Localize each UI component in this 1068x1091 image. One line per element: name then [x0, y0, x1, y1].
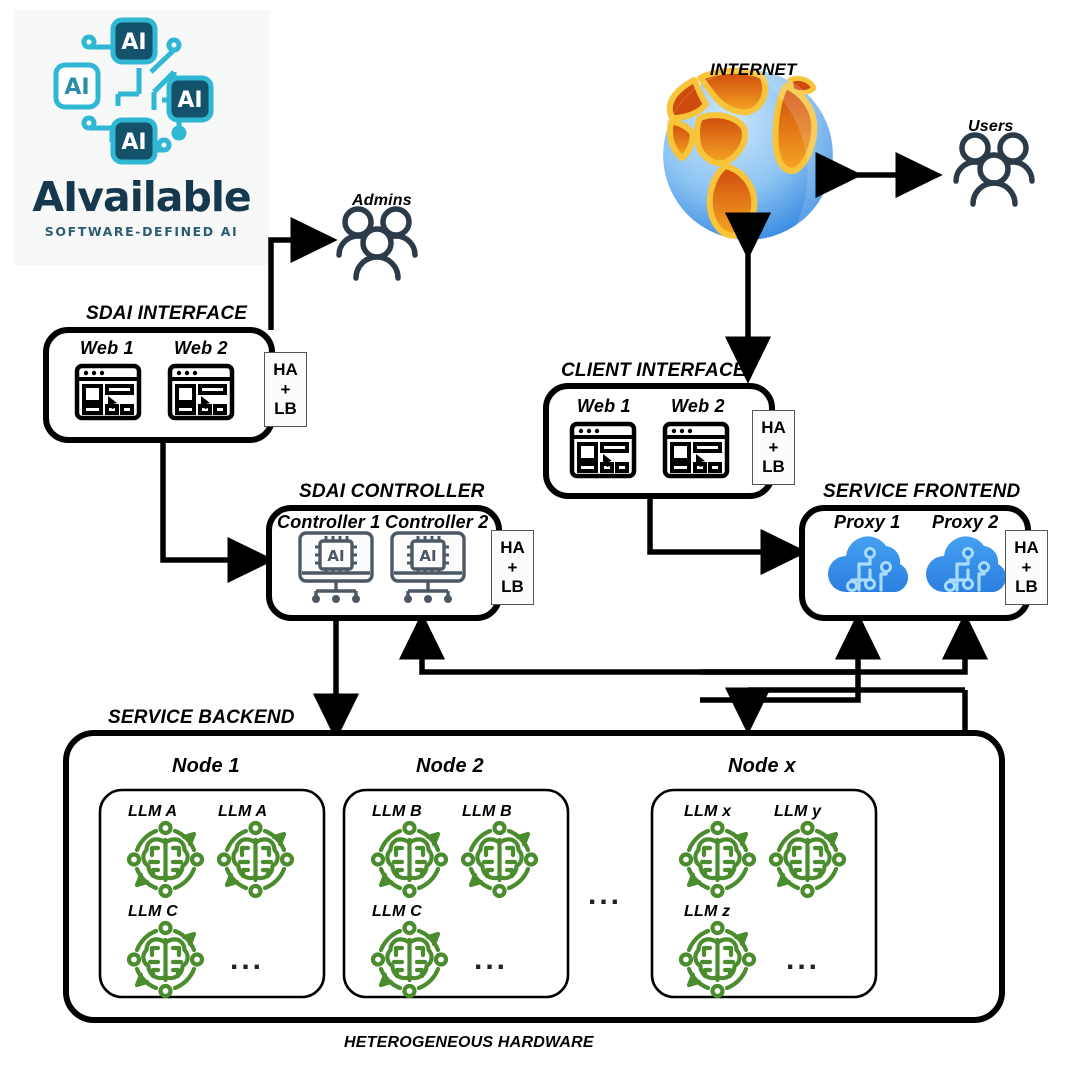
llm-brain-cycle-icon — [678, 920, 757, 999]
globe-icon — [662, 67, 834, 241]
llm-brain-cycle-icon — [370, 820, 449, 899]
svg-text:AI: AI — [419, 547, 436, 565]
arrow-client-frontend — [626, 455, 808, 576]
plus-label: + — [768, 437, 779, 457]
ha-lb-badge-client-interface: HA + LB — [752, 410, 795, 485]
service-frontend-item-0-label: Proxy 1 — [834, 512, 901, 532]
plus-label: + — [1021, 557, 1032, 577]
ha-label: HA — [273, 360, 298, 380]
service-frontend-title: SERVICE FRONTEND — [823, 481, 1021, 502]
sdai-interface-item-0-label: Web 1 — [80, 338, 134, 358]
arrow-backend-frontend-2 — [700, 612, 989, 675]
brand-tagline: SOFTWARE-DEFINED AI — [44, 224, 239, 239]
internet-label: INTERNET — [710, 60, 797, 79]
llm-brain-cycle-icon — [768, 820, 847, 899]
arrow-interface-controller — [139, 400, 275, 584]
ha-label: HA — [761, 418, 786, 438]
sdai-controller-item-0-label: Controller 1 — [277, 512, 381, 532]
people-group-icon-users — [953, 132, 1035, 207]
browser-window-icon-web1 — [74, 363, 142, 421]
cloud-circuit-icon-proxy1 — [828, 536, 909, 592]
node-1-ellipsis: ... — [230, 943, 265, 976]
ha-label: HA — [1014, 538, 1039, 558]
llm-brain-cycle-icon — [126, 820, 205, 899]
ha-label: HA — [500, 538, 525, 558]
lb-label: LB — [762, 457, 785, 477]
node-1-llm-2-label: LLM C — [128, 903, 178, 920]
svg-text:AI: AI — [64, 75, 89, 100]
client-interface-title: CLIENT INTERFACE — [561, 360, 746, 381]
people-group-icon-admins — [336, 206, 418, 281]
llm-brain-cycle-icon — [370, 920, 449, 999]
llm-brain-cycle-icon — [460, 820, 539, 899]
ai-chip-server-icon-c2: AI — [390, 531, 466, 603]
arrow-frontend-controller — [398, 612, 860, 675]
sdai-controller-title: SDAI CONTROLLER — [299, 481, 485, 502]
lb-label: LB — [274, 399, 297, 419]
sdai-interface-item-1-label: Web 2 — [174, 338, 228, 358]
ha-lb-badge-sdai-interface: HA + LB — [264, 352, 307, 427]
node-x-llm-0-label: LLM x — [684, 803, 732, 820]
connector-arrows — [139, 151, 989, 741]
lb-label: LB — [501, 577, 524, 597]
ha-lb-badge-sdai-controller: HA + LB — [491, 530, 534, 605]
arrow-interface-admins — [268, 216, 338, 330]
llm-brain-cycle-icon — [216, 820, 295, 899]
brand-logo: AI AI AI AI AIvailable SOFTWARE-DEFINED … — [14, 10, 269, 265]
client-interface-item-0-label: Web 1 — [577, 396, 631, 416]
service-backend-box — [63, 730, 1005, 1023]
llm-brain-cycle-icon — [678, 820, 757, 899]
ha-lb-badge-service-frontend: HA + LB — [1005, 530, 1048, 605]
node-1-llm-0-label: LLM A — [128, 803, 178, 820]
ai-network-nodes-logo-icon: AI AI AI AI — [53, 17, 214, 165]
plus-label: + — [507, 557, 518, 577]
node-2-ellipsis: ... — [474, 943, 509, 976]
node-1-label: Node 1 — [172, 755, 240, 777]
sdai-controller-item-1-label: Controller 2 — [385, 512, 489, 532]
brand-name: AIvailable — [32, 173, 251, 221]
node-2-label: Node 2 — [416, 755, 484, 777]
svg-text:AI: AI — [121, 130, 146, 155]
browser-window-icon-web2 — [167, 363, 235, 421]
llm-brain-cycle-icon — [126, 920, 205, 999]
svg-text:AI: AI — [327, 547, 344, 565]
node-x-llm-1-label: LLM y — [774, 803, 822, 820]
browser-window-icon-client-web2 — [662, 421, 730, 479]
cloud-circuit-icon-proxy2 — [926, 536, 1007, 592]
service-frontend-box — [799, 505, 1031, 621]
client-interface-item-1-label: Web 2 — [671, 396, 725, 416]
ai-chip-server-icon-c1: AI — [298, 531, 374, 603]
sdai-interface-box — [43, 327, 275, 443]
lb-label: LB — [1015, 577, 1038, 597]
node-1-llm-1-label: LLM A — [218, 803, 268, 820]
node-x-llm-2-label: LLM z — [684, 903, 731, 920]
plus-label: + — [280, 379, 291, 399]
node-x-label: Node x — [728, 755, 796, 777]
admins-label: Admins — [352, 192, 412, 209]
browser-window-icon-client-web1 — [569, 421, 637, 479]
node-2-llm-1-label: LLM B — [462, 803, 512, 820]
svg-text:AI: AI — [177, 88, 202, 113]
node-2-llm-0-label: LLM B — [372, 803, 422, 820]
node-2-llm-2-label: LLM C — [372, 903, 422, 920]
backend-nodes-ellipsis: ... — [588, 878, 623, 911]
sdai-interface-title: SDAI INTERFACE — [86, 303, 248, 324]
heterogeneous-hardware-label: HETEROGENEOUS HARDWARE — [344, 1034, 594, 1051]
users-label: Users — [968, 118, 1014, 135]
node-x-ellipsis: ... — [786, 943, 821, 976]
service-backend-title: SERVICE BACKEND — [108, 707, 295, 728]
svg-text:AI: AI — [121, 30, 146, 55]
sdai-controller-box: AI AI — [266, 505, 502, 621]
service-frontend-item-1-label: Proxy 2 — [932, 512, 999, 532]
